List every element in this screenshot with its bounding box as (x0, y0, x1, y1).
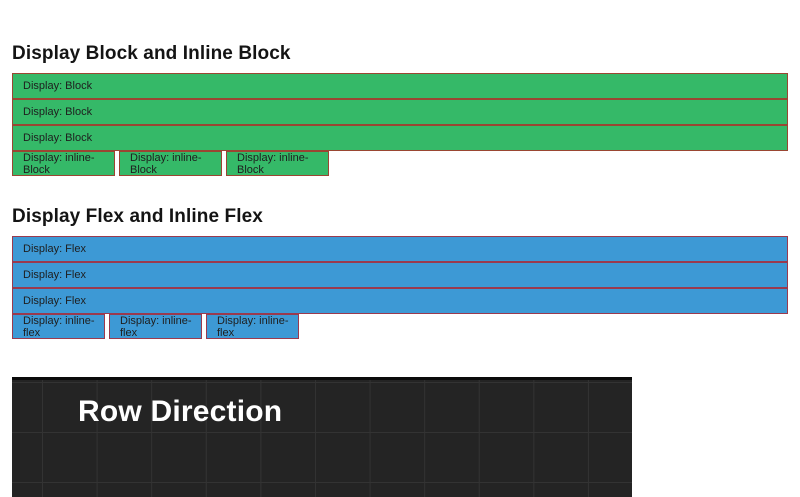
display-flex-row: Display: Flex (12, 262, 788, 288)
display-inline-block-box: Display: inline-Block (119, 151, 222, 176)
display-inline-block-label: Display: inline-Block (237, 151, 309, 176)
display-inline-block-box: Display: inline-Block (226, 151, 329, 176)
display-flex-label: Display: Flex (23, 295, 86, 307)
block-section-heading: Display Block and Inline Block (12, 43, 291, 64)
display-block-row: Display: Block (12, 99, 788, 125)
inline-block-demo-row: Display: inline-Block Display: inline-Bl… (12, 151, 788, 176)
display-flex-label: Display: Flex (23, 243, 86, 255)
display-inline-flex-box: Display: inline-flex (206, 314, 299, 339)
display-inline-flex-box: Display: inline-flex (109, 314, 202, 339)
display-flex-label: Display: Flex (23, 269, 86, 281)
row-direction-title: Row Direction (78, 395, 283, 428)
display-block-label: Display: Block (23, 106, 93, 118)
display-inline-block-box: Display: inline-Block (12, 151, 115, 176)
display-block-row: Display: Block (12, 125, 788, 151)
display-inline-block-label: Display: inline-Block (23, 151, 95, 176)
row-direction-panel: Row Direction (12, 377, 632, 497)
flex-demo-group: Display: Flex Display: Flex Display: Fle… (12, 236, 788, 339)
inline-flex-demo-row: Display: inline-flex Display: inline-fle… (12, 314, 788, 339)
display-inline-flex-label: Display: inline-flex (23, 314, 95, 339)
display-block-label: Display: Block (23, 80, 93, 92)
display-inline-block-label: Display: inline-Block (130, 151, 202, 176)
display-block-row: Display: Block (12, 73, 788, 99)
page-content: Display Block and Inline Block Display: … (12, 0, 788, 497)
display-flex-row: Display: Flex (12, 236, 788, 262)
display-inline-flex-box: Display: inline-flex (12, 314, 105, 339)
block-demo-group: Display: Block Display: Block Display: B… (12, 73, 788, 176)
display-inline-flex-label: Display: inline-flex (120, 314, 192, 339)
display-inline-flex-label: Display: inline-flex (217, 314, 289, 339)
flex-section-heading: Display Flex and Inline Flex (12, 206, 263, 227)
display-flex-row: Display: Flex (12, 288, 788, 314)
display-block-label: Display: Block (23, 132, 93, 144)
